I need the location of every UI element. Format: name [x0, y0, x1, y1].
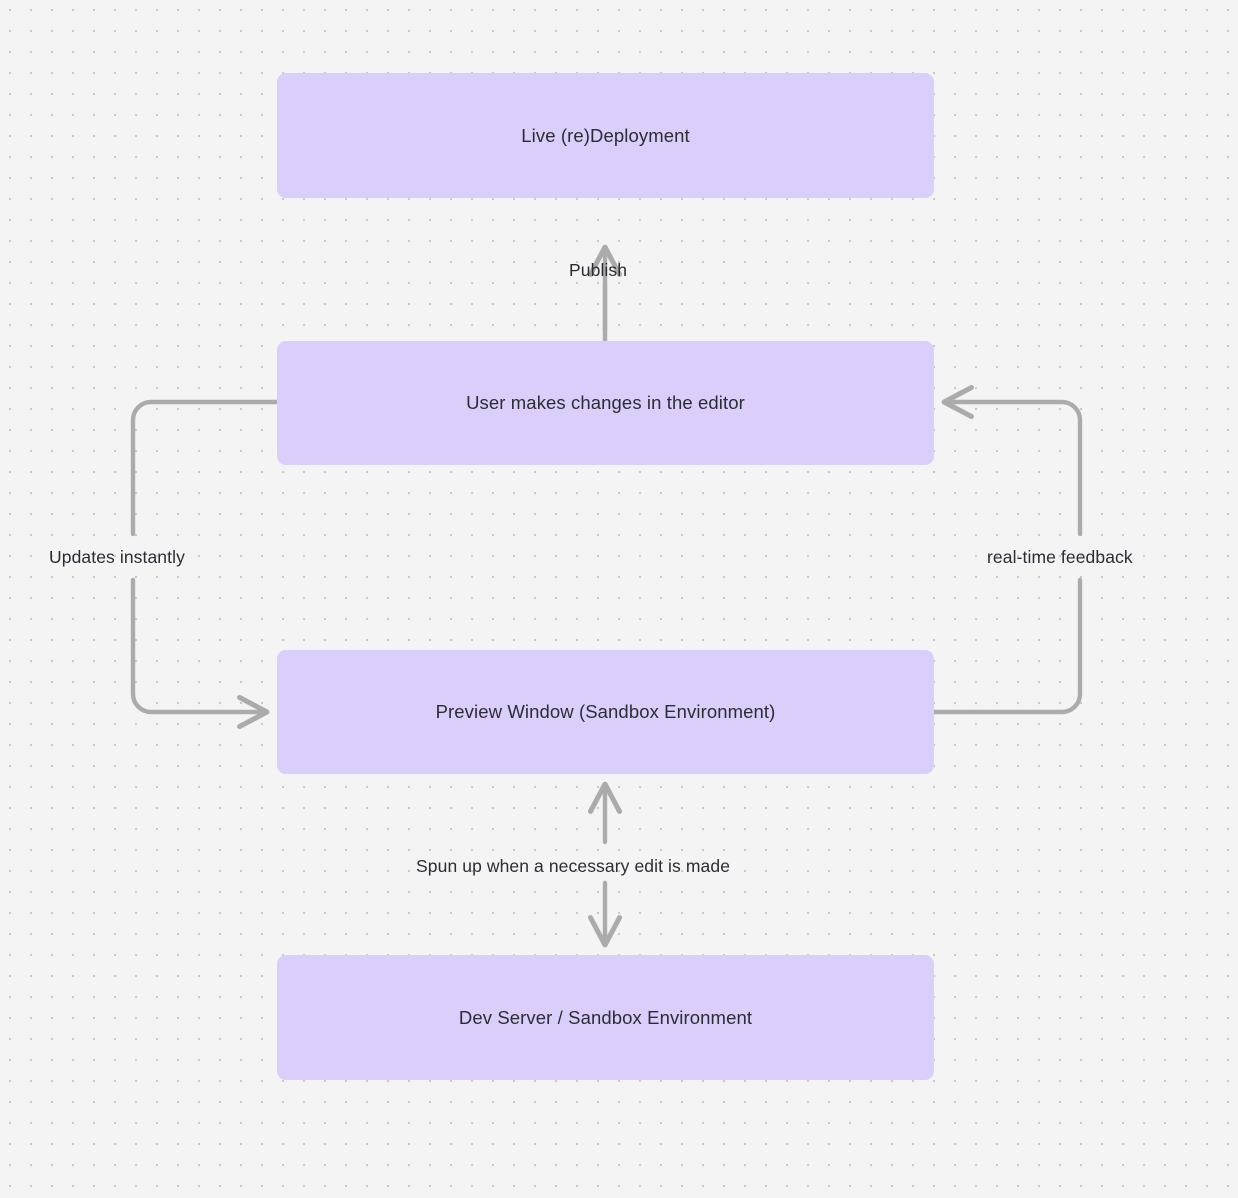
edge-label-updates-instantly: Updates instantly	[49, 547, 185, 567]
node-preview-window-label: Preview Window (Sandbox Environment)	[435, 701, 776, 723]
edge-label-spun-up: Spun up when a necessary edit is made	[416, 856, 731, 876]
node-dev-server[interactable]: Dev Server / Sandbox Environment	[277, 955, 934, 1080]
node-preview-window[interactable]: Preview Window (Sandbox Environment)	[277, 650, 934, 774]
node-user-makes-changes[interactable]: User makes changes in the editor	[277, 341, 934, 465]
node-user-makes-changes-label: User makes changes in the editor	[466, 392, 745, 414]
node-live-redeployment-label: Live (re)Deployment	[521, 124, 690, 146]
edge-label-real-time-feedback: real-time feedback	[987, 547, 1133, 567]
node-dev-server-label: Dev Server / Sandbox Environment	[458, 1006, 753, 1028]
edge-label-publish: Publish	[569, 260, 628, 280]
node-live-redeployment[interactable]: Live (re)Deployment	[277, 73, 934, 198]
